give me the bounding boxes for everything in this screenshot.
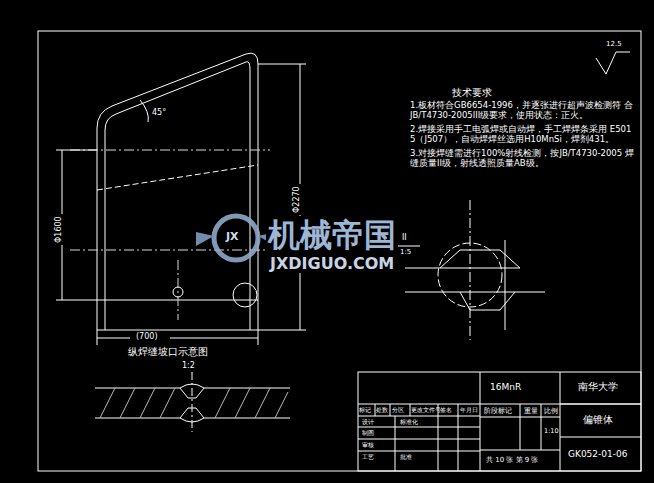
- watermark-logo: JX: [226, 230, 239, 243]
- tech-note: 2.焊接采用手工电弧焊或自动焊，手工焊焊条采用 E5015（J507），自动焊焊…: [410, 124, 635, 144]
- title-cell: 阶段标记: [484, 407, 512, 415]
- note-heading: 技术要求: [452, 87, 492, 99]
- title-cell: 年月日: [460, 406, 478, 413]
- title-cell: GK052-01-06: [568, 449, 627, 460]
- title-cell: 审核: [362, 441, 374, 448]
- watermark: 机械帝国: [266, 216, 398, 254]
- title-cell: 批准: [400, 453, 412, 460]
- title-cell: 处数: [376, 406, 388, 413]
- title-cell: 工艺: [362, 453, 374, 460]
- dimension: Φ1600: [54, 214, 64, 245]
- title-cell: 签名: [440, 406, 452, 413]
- scale-label: 1:2: [182, 361, 195, 371]
- title-cell: 设计: [362, 418, 374, 425]
- title-cell: 共 10 张 第 9 张: [486, 456, 539, 464]
- angle-dimension: 45°: [150, 108, 168, 118]
- roughness-value: 12.5: [606, 40, 622, 48]
- watermark: JXDIGUO.COM: [268, 254, 396, 273]
- title-cell: 分区: [392, 406, 404, 413]
- dimension: Φ2270: [292, 184, 302, 215]
- title-cell: 标记: [359, 406, 371, 413]
- title-cell: 16MnR: [490, 382, 521, 393]
- tech-note: 3.对接焊缝需进行100%射线检测，按JB/T4730-2005 焊缝质量II级…: [410, 148, 635, 168]
- tech-note: 1.板材符合GB6654-1996，并逐张进行超声波检测符 合JB/T4730-…: [410, 100, 635, 120]
- detail-label: II: [402, 233, 407, 243]
- dimension: (700): [134, 332, 160, 342]
- section-title: 纵焊缝坡口示意图: [128, 346, 208, 358]
- title-cell: 1:10: [544, 428, 559, 436]
- title-cell: 偏锥体: [583, 414, 613, 426]
- scale-label: 1:5: [400, 248, 411, 256]
- title-cell: 标准化: [400, 418, 418, 425]
- title-cell: 比例: [544, 407, 558, 415]
- title-cell: 制图: [362, 429, 374, 436]
- title-cell: 南华大学: [578, 381, 618, 393]
- title-cell: 重量: [524, 407, 538, 415]
- title-cell: 更改文件号: [411, 406, 441, 413]
